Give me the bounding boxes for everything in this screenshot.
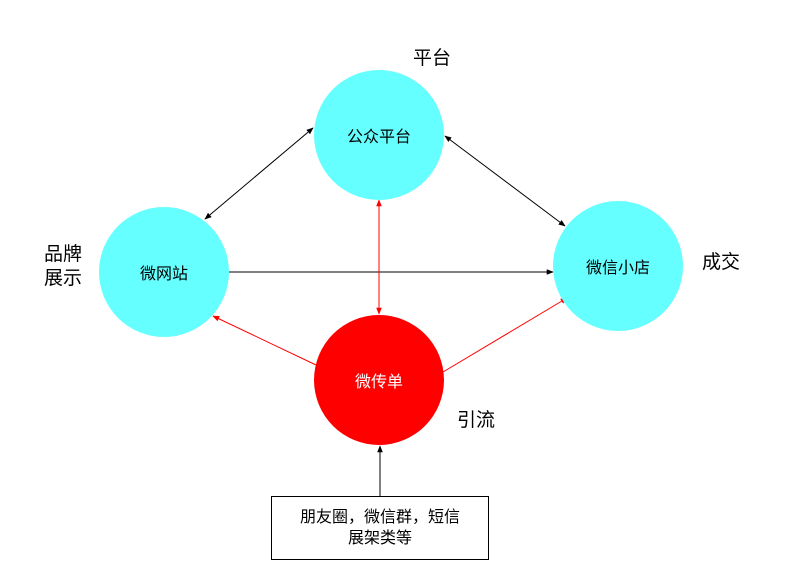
source-box-line1: 朋友圈，微信群，短信 (299, 507, 460, 527)
arrow-flyer-site (212, 315, 317, 366)
label-platform: 平台 (413, 47, 452, 69)
arrow-public-site (204, 127, 314, 220)
label-brand-display: 品牌展示 (44, 243, 83, 289)
node-public-platform-label: 公众平台 (346, 127, 411, 146)
arrow-flyer-shop (442, 297, 568, 373)
node-micro-flyer: 微传单 (314, 315, 444, 445)
traffic-source-box: 朋友圈，微信群，短信 展架类等 (271, 496, 489, 560)
node-micro-site: 微网站 (99, 207, 229, 337)
node-micro-shop: 微信小店 (553, 201, 683, 331)
label-traffic: 引流 (457, 409, 496, 431)
node-micro-flyer-label: 微传单 (354, 372, 403, 391)
node-micro-shop-label: 微信小店 (585, 258, 650, 277)
arrow-public-shop (444, 135, 566, 227)
node-micro-site-label: 微网站 (139, 264, 188, 283)
label-transaction: 成交 (702, 251, 741, 273)
source-box-line2: 展架类等 (347, 528, 412, 547)
node-public-platform: 公众平台 (314, 70, 444, 200)
